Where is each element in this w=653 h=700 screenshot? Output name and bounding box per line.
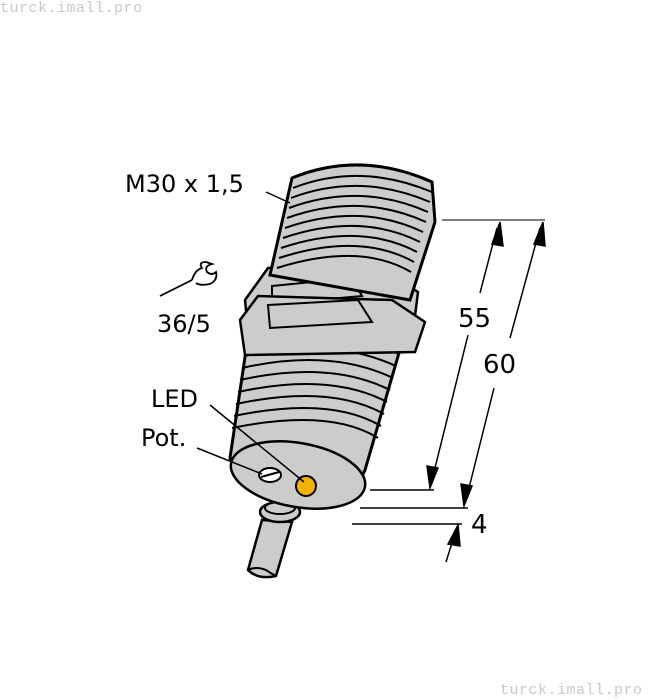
wrench-size-label: 36/5 xyxy=(157,310,211,338)
leader-lines xyxy=(196,191,305,483)
dim-4-label: 4 xyxy=(471,510,488,540)
led-indicator xyxy=(295,475,317,497)
pot-label: Pot. xyxy=(141,424,186,452)
watermark-bottom: turck.imall.pro xyxy=(500,682,643,699)
cable xyxy=(246,500,302,579)
dim-55-label: 55 xyxy=(458,304,491,334)
dimension-lines xyxy=(352,219,546,563)
thread-label: M30 x 1,5 xyxy=(125,170,244,198)
wrench-icon xyxy=(159,261,218,297)
led-label: LED xyxy=(151,385,198,413)
sensor-body-lower xyxy=(228,308,412,510)
watermark-top: turck.imall.pro xyxy=(0,0,143,17)
sensor-body-upper xyxy=(268,163,437,302)
dim-60-label: 60 xyxy=(483,350,516,380)
